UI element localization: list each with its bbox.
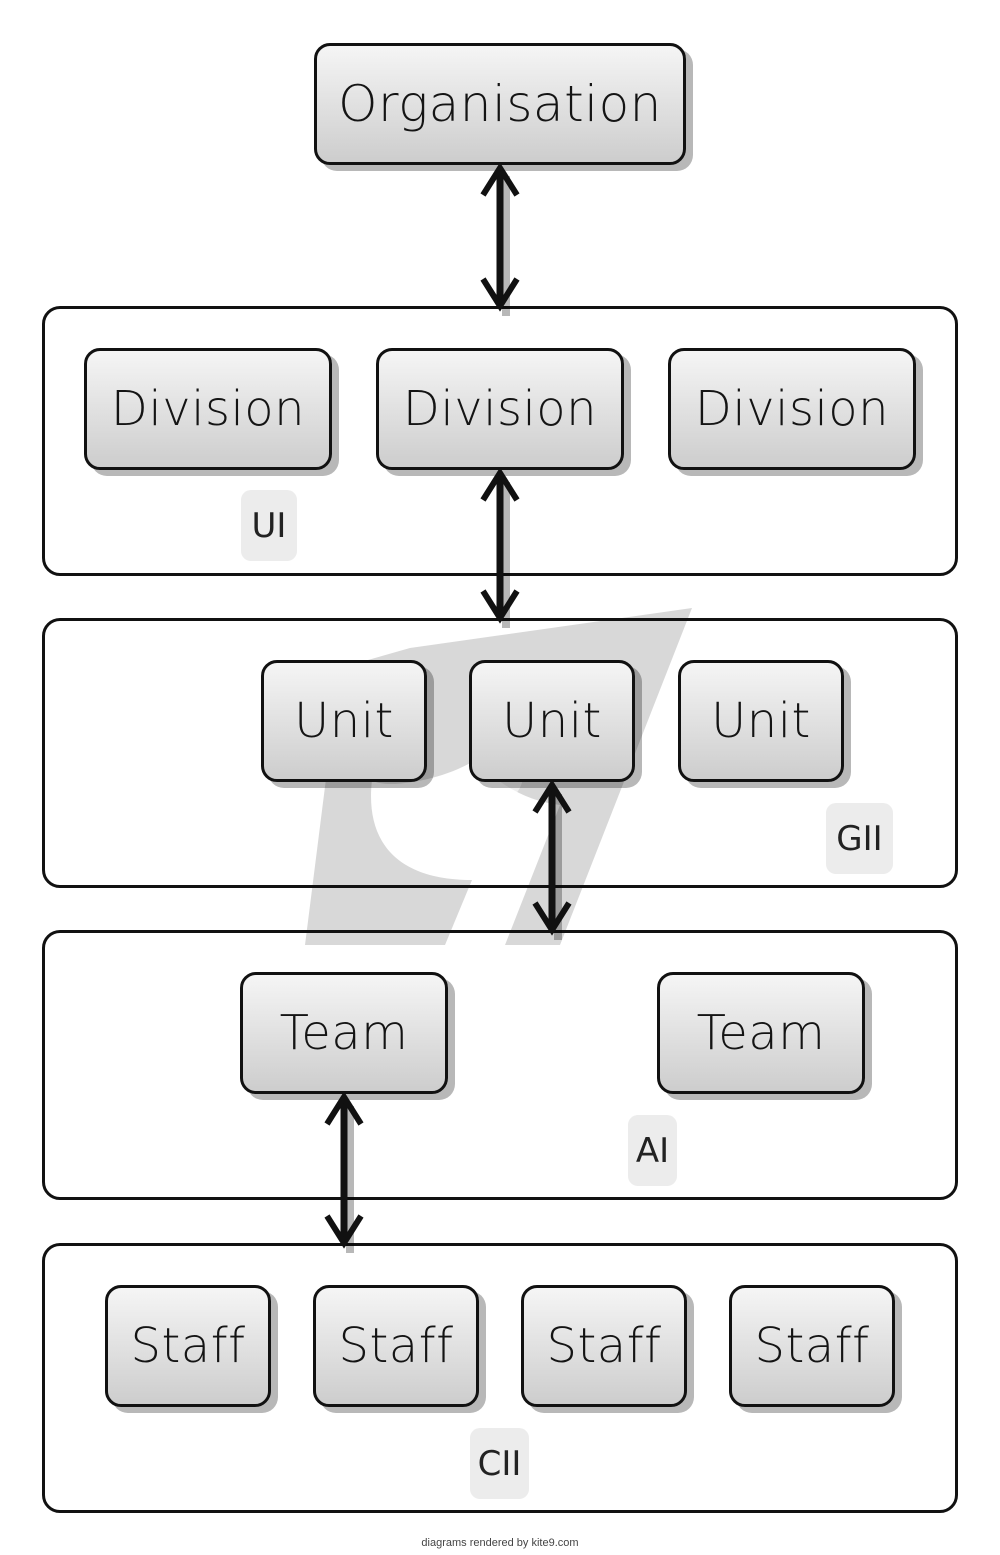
staff-node[interactable]: Staff bbox=[105, 1285, 271, 1407]
group-tag-ai: AI bbox=[628, 1115, 677, 1186]
unit-node[interactable]: Unit bbox=[469, 660, 635, 782]
organisation-node[interactable]: Organisation bbox=[314, 43, 686, 165]
division-node[interactable]: Division bbox=[376, 348, 624, 470]
staff-group bbox=[42, 1243, 958, 1513]
group-tag-gii: GII bbox=[826, 803, 893, 874]
group-tag-ui: UI bbox=[241, 490, 297, 561]
staff-node[interactable]: Staff bbox=[729, 1285, 895, 1407]
footer-credit: diagrams rendered by kite9.com bbox=[421, 1537, 579, 1549]
team-node[interactable]: Team bbox=[657, 972, 865, 1094]
connector-organisation-division bbox=[480, 162, 520, 316]
staff-node[interactable]: Staff bbox=[313, 1285, 479, 1407]
staff-node[interactable]: Staff bbox=[521, 1285, 687, 1407]
team-node[interactable]: Team bbox=[240, 972, 448, 1094]
unit-node[interactable]: Unit bbox=[678, 660, 844, 782]
division-node[interactable]: Division bbox=[84, 348, 332, 470]
team-group bbox=[42, 930, 958, 1200]
group-tag-cii: CII bbox=[470, 1428, 529, 1499]
unit-node[interactable]: Unit bbox=[261, 660, 427, 782]
division-node[interactable]: Division bbox=[668, 348, 916, 470]
